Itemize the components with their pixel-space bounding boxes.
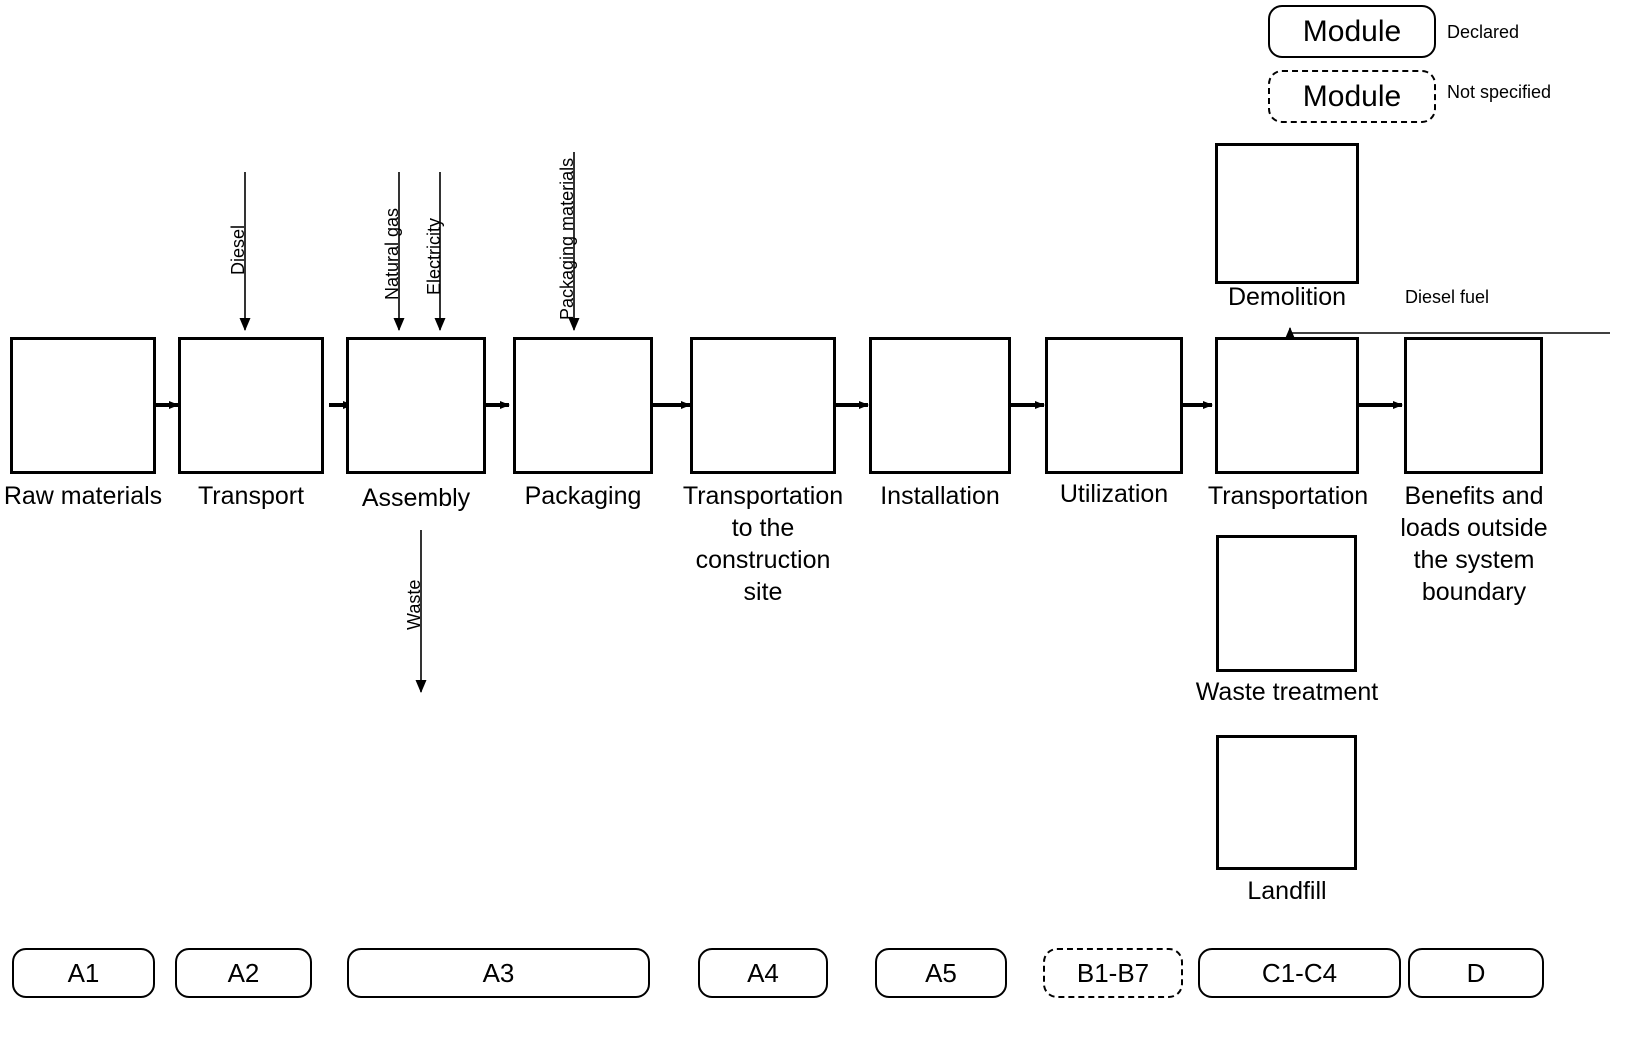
process-label-landfill: Landfill xyxy=(1247,877,1327,905)
flow-label-packaging-materials: Packaging materials xyxy=(557,157,577,320)
process-label-packaging: Packaging xyxy=(524,482,642,510)
module-label-a1: A1 xyxy=(67,957,100,988)
legend-pill-not-specified-label: Module xyxy=(1302,79,1402,113)
process-box-benefits-and-loads[interactable] xyxy=(1404,337,1543,474)
module-label-b1-b7: B1-B7 xyxy=(1076,957,1150,988)
module-pill-c1-c4[interactable]: C1-C4 xyxy=(1198,948,1401,998)
process-label-transportation-to-construction-site: Transportation to the construction site xyxy=(682,482,844,606)
process-box-demolition[interactable] xyxy=(1215,143,1359,284)
process-box-transportation-to-construction-site[interactable] xyxy=(690,337,836,474)
process-label-transport: Transport xyxy=(197,482,305,510)
module-pill-a3[interactable]: A3 xyxy=(347,948,650,998)
module-label-a4: A4 xyxy=(747,957,779,988)
process-label-benefits-and-loads: Benefits and loads outside the system bo… xyxy=(1400,482,1548,606)
process-box-assembly[interactable] xyxy=(346,337,486,474)
legend-text-not-specified: Not specified xyxy=(1447,82,1552,102)
module-label-c1-c4: C1-C4 xyxy=(1261,957,1338,988)
module-pill-b1-b7[interactable]: B1-B7 xyxy=(1043,948,1183,998)
process-box-packaging[interactable] xyxy=(513,337,653,474)
process-label-utilization: Utilization xyxy=(1059,480,1169,508)
process-label-demolition: Demolition xyxy=(1227,283,1347,311)
process-label-assembly: Assembly xyxy=(361,484,471,512)
flow-label-electricity: Electricity xyxy=(424,217,444,295)
module-pill-d[interactable]: D xyxy=(1408,948,1544,998)
legend-text-declared: Declared xyxy=(1447,22,1520,42)
flow-label-natural-gas: Natural gas xyxy=(382,207,402,300)
module-label-a5: A5 xyxy=(925,957,957,988)
process-label-waste-treatment: Waste treatment xyxy=(1195,678,1379,706)
flow-label-diesel: Diesel xyxy=(228,224,248,275)
process-box-installation[interactable] xyxy=(869,337,1011,474)
module-pill-a4[interactable]: A4 xyxy=(698,948,828,998)
module-label-a3: A3 xyxy=(482,957,515,988)
process-box-raw-materials[interactable] xyxy=(10,337,156,474)
module-pill-a5[interactable]: A5 xyxy=(875,948,1007,998)
process-label-installation: Installation xyxy=(880,482,1000,510)
flow-label-diesel-fuel: Diesel fuel xyxy=(1405,287,1490,307)
module-label-d: D xyxy=(1466,957,1486,988)
process-label-raw-materials: Raw materials xyxy=(3,482,163,510)
flow-label-waste: Waste xyxy=(404,579,424,630)
process-box-utilization[interactable] xyxy=(1045,337,1183,474)
process-box-landfill[interactable] xyxy=(1216,735,1357,870)
legend-pill-not-specified: Module xyxy=(1268,70,1436,123)
legend-pill-declared: Module xyxy=(1268,5,1436,58)
module-label-a2: A2 xyxy=(227,957,260,988)
process-box-waste-treatment[interactable] xyxy=(1216,535,1357,672)
module-pill-a1[interactable]: A1 xyxy=(12,948,155,998)
process-box-transportation[interactable] xyxy=(1215,337,1359,474)
legend-pill-declared-label: Module xyxy=(1302,14,1402,48)
module-pill-a2[interactable]: A2 xyxy=(175,948,312,998)
process-box-transport[interactable] xyxy=(178,337,324,474)
process-label-transportation: Transportation xyxy=(1207,482,1369,510)
